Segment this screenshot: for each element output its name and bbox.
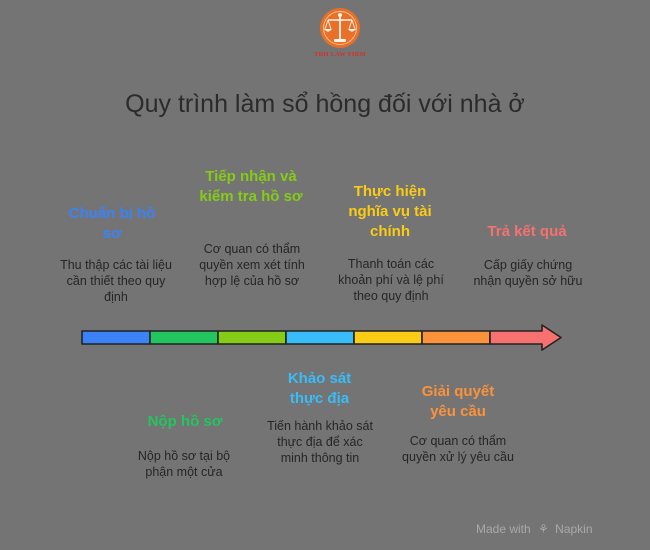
segment-3 (217, 330, 287, 345)
logo-text: TDH LAW FIRM (314, 51, 366, 58)
segment-4 (285, 330, 355, 345)
step-1-title: Chuẩn bị hồ sơ (68, 205, 156, 242)
step-3-desc: Cơ quan có thẩm quyền xem xét tính hợp l… (199, 242, 305, 288)
timeline-arrow (81, 324, 562, 351)
law-firm-logo: TDH LAW FIRM (307, 6, 373, 62)
segment-2 (149, 330, 219, 345)
step-6-title: Giải quyết yêu cầu (421, 383, 495, 420)
segment-1 (81, 330, 151, 345)
step-2-desc: Nộp hồ sơ tại bộ phận một cửa (137, 449, 231, 479)
step-4-desc: Tiến hành khảo sát thực địa để xác minh … (267, 419, 373, 465)
scales-of-justice-icon (320, 8, 360, 48)
watermark-brand: Napkin (555, 522, 593, 536)
step-5-desc: Thanh toán các khoản phí và lệ phí theo … (338, 257, 444, 303)
step-6-desc: Cơ quan có thẩm quyền xử lý yêu cầu (402, 434, 514, 464)
step-2-title: Nộp hồ sơ (147, 413, 223, 430)
napkin-watermark: Made with ⚘ Napkin (476, 522, 593, 536)
step-1-desc: Thu thập các tài liệu cần thiết theo quy… (60, 258, 172, 304)
page-title: Quy trình làm sổ hồng đối với nhà ở (125, 90, 525, 118)
segment-7-arrowhead (489, 324, 562, 351)
napkin-icon: ⚘ (538, 522, 549, 536)
step-3-title: Tiếp nhận và kiểm tra hồ sơ (199, 168, 303, 205)
segment-5 (353, 330, 423, 345)
step-4-title: Khảo sát thực địa (287, 370, 352, 407)
step-7-title: Trả kết quả (487, 223, 567, 240)
step-5-title: Thực hiện nghĩa vụ tài chính (348, 183, 432, 240)
step-7-desc: Cấp giấy chứng nhận quyền sở hữu (473, 258, 583, 288)
watermark-text: Made with (476, 522, 531, 536)
segment-6 (421, 330, 491, 345)
